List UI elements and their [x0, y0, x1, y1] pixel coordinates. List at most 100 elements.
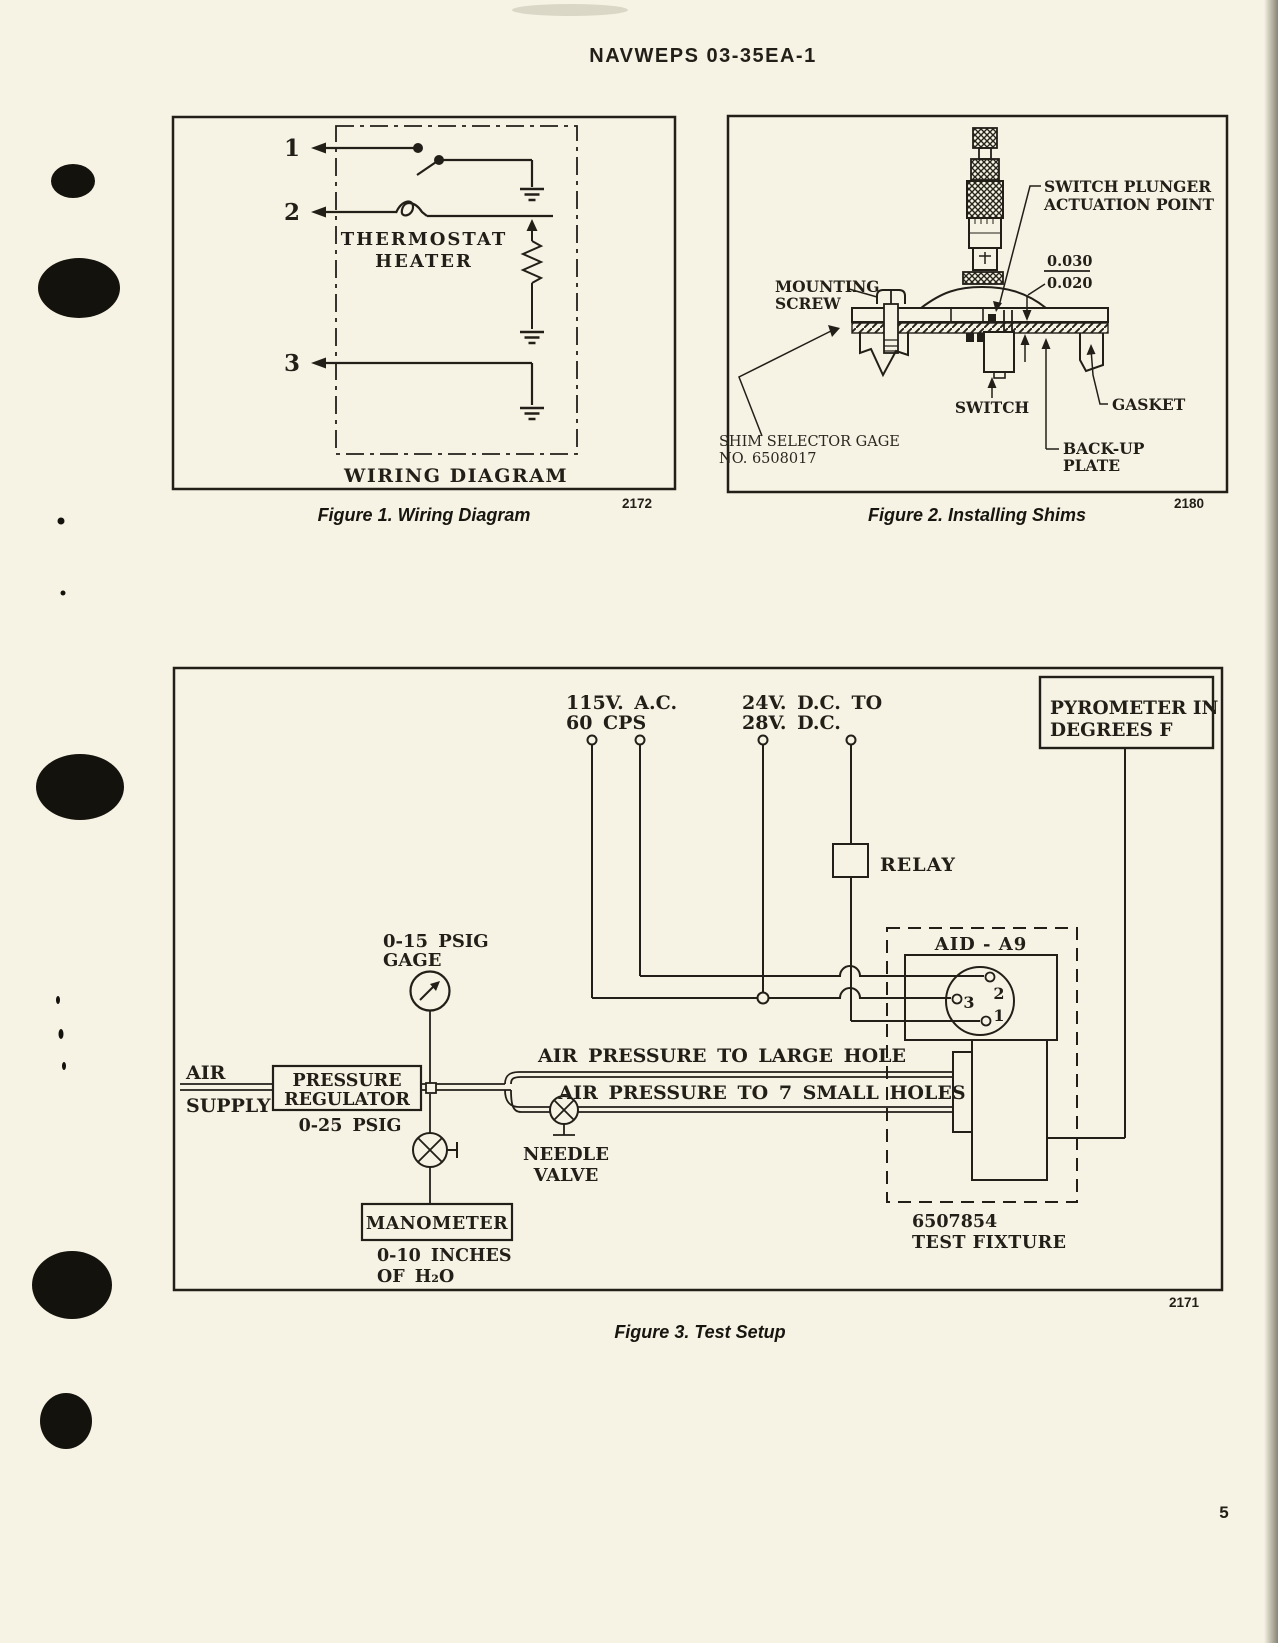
- pin3-circle: [951, 993, 963, 1005]
- ground-symbol: [520, 330, 544, 345]
- dc-supply-label-1: 24V. D.C. TO: [742, 692, 882, 714]
- thermostat-symbol: [394, 200, 428, 217]
- mounting-label-1: MOUNTING: [775, 277, 880, 296]
- pyrometer-box: [1038, 675, 1215, 750]
- gasket-leg: [1079, 333, 1104, 373]
- dimension-arrows: [1020, 270, 1090, 362]
- arrow-up-icon: [526, 219, 538, 231]
- gage-label-2: GAGE: [383, 950, 441, 971]
- gage-label-1: 0-15 PSIG: [383, 931, 489, 952]
- switch-plunger-label-1: SWITCH PLUNGER: [1044, 177, 1211, 196]
- fixture-body: [971, 1039, 1048, 1181]
- pipe-small-label: AIR PRESSURE TO 7 SMALL HOLES: [557, 1082, 965, 1104]
- pin1-circle: [980, 1015, 992, 1027]
- binder-hole-marks: [32, 164, 124, 1449]
- regulator-label-1: PRESSURE: [292, 1071, 401, 1091]
- figure1-text: 1 2 3 THERMOSTAT HEATER WIRING DIAGRAM 2…: [284, 135, 652, 525]
- figure2-text: SWITCH PLUNGER ACTUATION POINT 0.030 0.0…: [719, 177, 1215, 525]
- arrow-left-icon: [311, 357, 326, 369]
- terminal1-label: 1: [284, 135, 300, 162]
- figure2-ref-number: 2180: [1174, 496, 1204, 511]
- scan-smudge: [512, 4, 628, 16]
- figure3-ref-number: 2171: [1169, 1295, 1200, 1310]
- shim-selector-gage-drawing: [918, 127, 1049, 309]
- dc-supply-label-2: 28V. D.C.: [742, 712, 841, 734]
- figure1-diagram-title: WIRING DIAGRAM: [343, 465, 568, 487]
- air-label-2: SUPPLY: [186, 1095, 271, 1117]
- switch-drawing: [983, 310, 1015, 379]
- arrow-left-icon: [311, 142, 326, 154]
- regulator-label-2: REGULATOR: [284, 1090, 410, 1110]
- ground-symbol: [520, 187, 544, 202]
- needle-valve-symbol: [549, 1095, 579, 1136]
- terminal3-label: 3: [284, 350, 300, 377]
- fixture-label-2: TEST FIXTURE: [912, 1233, 1066, 1253]
- supply-wires: [586, 734, 984, 1022]
- figure3-caption: Figure 3. Test Setup: [614, 1322, 785, 1342]
- air-pipes: [180, 1071, 953, 1113]
- figure1-frame: [171, 115, 677, 491]
- pin1-label: 1: [993, 1006, 1004, 1025]
- ac-supply-label-2: 60 CPS: [566, 712, 646, 734]
- pipe-large-label: AIR PRESSURE TO LARGE HOLE: [537, 1045, 906, 1067]
- aid-a9-dashed-box: [886, 927, 1078, 1203]
- air-label-1: AIR: [185, 1062, 226, 1084]
- gage-plate: [851, 307, 1109, 323]
- figure1-wiring-diagram: [171, 115, 677, 491]
- dim-upper-label: 0.030: [1047, 253, 1092, 270]
- terminal2-label: 2: [284, 199, 300, 226]
- needle-valve-label-1: NEEDLE: [523, 1144, 609, 1165]
- manometer-range-label-2: OF H₂O: [377, 1267, 454, 1287]
- mounting-label-2: SCREW: [775, 294, 841, 313]
- relay-label: RELAY: [880, 854, 956, 876]
- figure3-frame: [172, 666, 1224, 1292]
- manometer-box: [360, 1202, 514, 1242]
- arrow-left-icon: [311, 206, 326, 218]
- fixture-label-1: 6507854: [912, 1212, 997, 1232]
- backup-label-2: PLATE: [1063, 456, 1120, 475]
- backup-label-1: BACK-UP: [1063, 439, 1145, 458]
- pyrometer-label-1: PYROMETER IN: [1050, 698, 1219, 719]
- figure2-installing-shims: [726, 114, 1229, 494]
- contact-dot: [413, 143, 423, 153]
- gasket-label: GASKET: [1112, 395, 1186, 414]
- dim-lower-label: 0.020: [1047, 275, 1092, 292]
- relay-box: [832, 843, 869, 878]
- pressure-gage-symbol: [409, 970, 451, 1083]
- mounting-screw-drawing: [876, 289, 906, 354]
- pin2-circle: [984, 971, 996, 983]
- page-number: 5: [1219, 1503, 1228, 1522]
- switch-label: SWITCH: [955, 398, 1029, 417]
- figure1-ref-number: 2172: [622, 496, 652, 511]
- wire-junction-circle: [756, 991, 770, 1005]
- manometer-range-label-1: 0-10 INCHES: [377, 1246, 512, 1266]
- pipe-junction: [425, 1082, 437, 1094]
- figure2-frame: [726, 114, 1229, 494]
- figure1-caption: Figure 1. Wiring Diagram: [318, 505, 531, 525]
- broken-bracket: [859, 333, 909, 378]
- heater-label: HEATER: [375, 251, 473, 272]
- heater-resistor-symbol: [520, 240, 544, 284]
- ground-symbol: [520, 406, 544, 421]
- shim-gage-label-2: NO. 6508017: [719, 451, 817, 467]
- actuation-point-mark: [988, 314, 996, 322]
- pyrometer-label-2: DEGREES F: [1050, 720, 1172, 741]
- pressure-regulator-box: [271, 1064, 423, 1112]
- pin2-label: 2: [993, 984, 1004, 1003]
- figure3-text: 115V. A.C. 60 CPS 24V. D.C. TO 28V. D.C.…: [185, 692, 1219, 1342]
- shutoff-valve-symbol: [412, 1094, 458, 1204]
- shim-gage-label-1: SHIM SELECTOR GAGE: [719, 434, 900, 450]
- manometer-label: MANOMETER: [366, 1214, 508, 1234]
- leader-lines: [738, 185, 1108, 450]
- pin3-label: 3: [963, 993, 974, 1012]
- scan-edge-shadow: [1264, 0, 1278, 1643]
- page-header: NAVWEPS 03-35EA-1: [589, 45, 816, 67]
- figure2-caption: Figure 2. Installing Shims: [868, 505, 1086, 525]
- ac-supply-label-1: 115V. A.C.: [566, 692, 677, 714]
- thermostat-label: THERMOSTAT: [341, 229, 507, 250]
- needle-valve-label-2: VALVE: [533, 1165, 599, 1186]
- aid-a9-label: AID - A9: [934, 934, 1028, 955]
- figure3-test-setup: [172, 666, 1224, 1292]
